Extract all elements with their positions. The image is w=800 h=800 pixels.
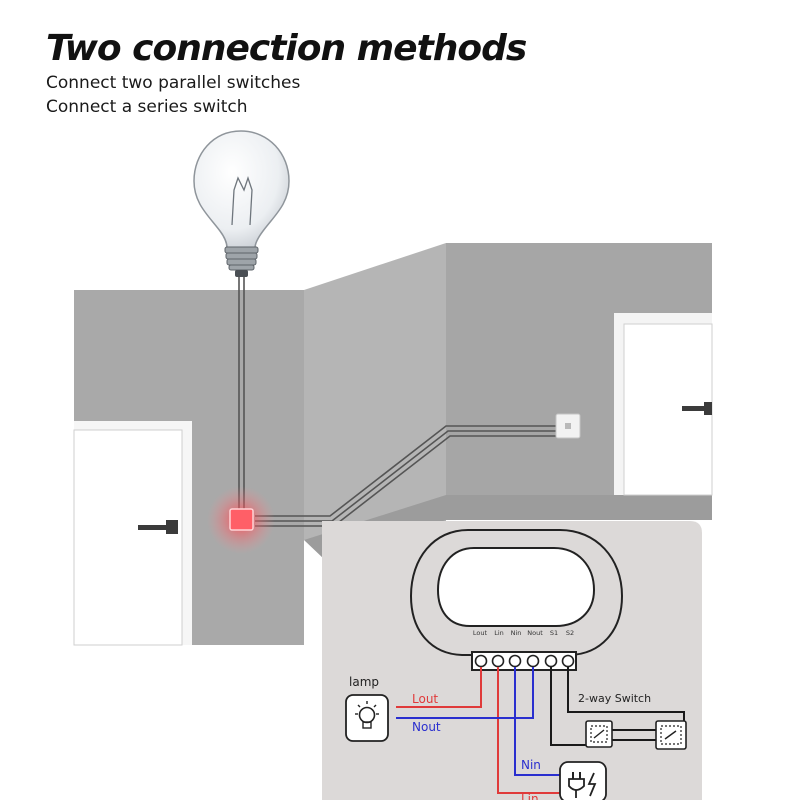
- terminal-label-nin: Nin: [511, 629, 522, 637]
- two-way-switch-label: 2-way Switch: [578, 692, 651, 705]
- wall-switch-icon[interactable]: [555, 413, 581, 439]
- terminal-label-lin: Lin: [494, 629, 504, 637]
- lamp-label: lamp: [349, 675, 379, 689]
- door-handle-icon: [682, 402, 712, 415]
- terminal-block: [471, 651, 577, 671]
- floor-shadow: [304, 495, 712, 560]
- lout-label: Lout: [412, 692, 438, 706]
- terminal-label-nout: Nout: [527, 629, 543, 637]
- wiring-panel: Lout Lin Nin Nout S1 S2: [322, 521, 702, 800]
- subtitle-series: Connect a series switch: [46, 97, 248, 117]
- left-door: [73, 421, 192, 646]
- lin-label: Lin: [521, 792, 539, 800]
- subtitle-parallel: Connect two parallel switches: [46, 73, 301, 93]
- wall-wires: [238, 268, 556, 527]
- terminal-label-s1: S1: [550, 629, 558, 637]
- power-plug-icon: [559, 761, 607, 800]
- lamp-icon: [345, 694, 389, 742]
- light-bulb: [193, 130, 290, 277]
- corner-wall: [304, 243, 446, 540]
- terminal-label-s2: S2: [566, 629, 574, 637]
- nout-label: Nout: [412, 720, 441, 734]
- right-door: [614, 313, 713, 496]
- neutral-wires: [396, 667, 560, 776]
- page-title: Two connection methods: [46, 28, 527, 69]
- two-way-switch-icon-2: [655, 720, 687, 750]
- door-handle-icon: [138, 520, 178, 534]
- live-wires: [396, 667, 560, 794]
- smart-module-indicator: [207, 486, 275, 554]
- two-way-switch-icon-1: [585, 720, 613, 748]
- nin-label: Nin: [521, 758, 541, 772]
- terminal-label-lout: Lout: [473, 629, 488, 637]
- terminal-screws: [474, 654, 575, 668]
